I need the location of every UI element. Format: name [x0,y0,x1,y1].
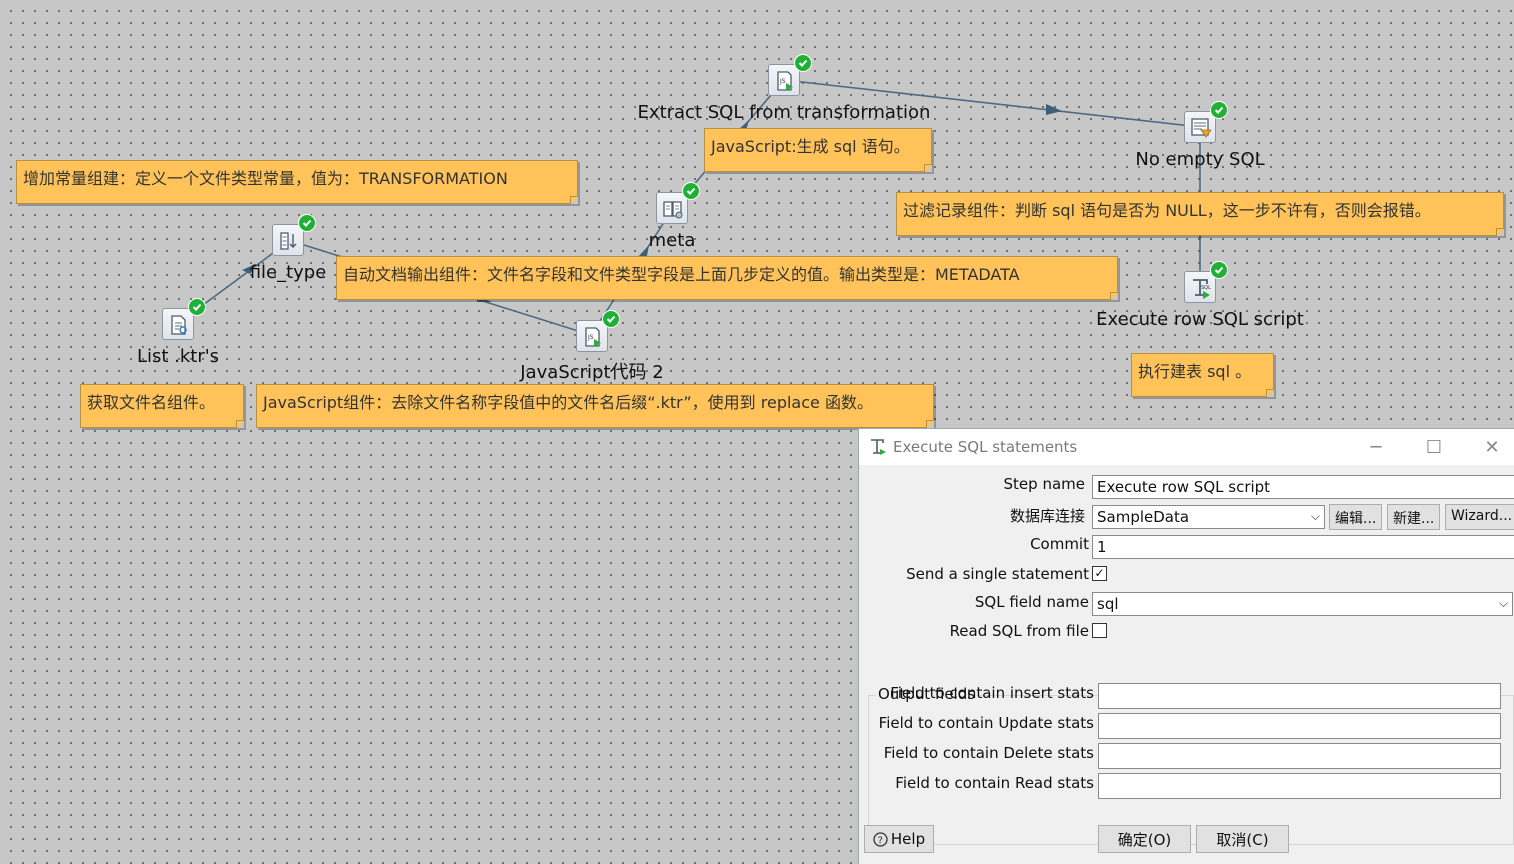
help-button[interactable]: ? Help [864,825,934,853]
commit-label: Commit [1030,535,1089,553]
db-connection-value: SampleData [1097,508,1190,526]
hop-arrow-5 [1046,104,1062,115]
read-from-file-label: Read SQL from file [949,622,1089,640]
step-meta[interactable]: meta [649,182,700,251]
svg-text:?: ? [877,835,882,846]
sql-field-name-value: sql [1097,595,1119,613]
javascript-icon: JS [768,64,800,96]
read-stats-field[interactable] [1098,773,1501,799]
note-js-replace[interactable]: JavaScript组件：去除文件名称字段值中的文件名后缀“.ktr”，使用到 … [256,384,934,428]
ok-button[interactable]: 确定(O) [1098,825,1191,853]
note-js-sql[interactable]: JavaScript:生成 sql 语句。 [704,128,932,172]
step-label: meta [648,230,696,251]
output-fields-title: Output fields [876,685,978,703]
delete-stats-field[interactable] [1098,743,1501,769]
edit-connection-button[interactable]: 编辑... [1329,504,1383,530]
dialog-titlebar[interactable]: Execute SQL statements ─ ☐ ✕ [859,429,1514,465]
note-constant[interactable]: 增加常量组建：定义一个文件类型常量，值为：TRANSFORMATION [16,160,578,204]
update-stats-label: Field to contain Update stats [878,714,1094,732]
step-label: JavaScript代码 2 [520,362,664,383]
svg-text:SQL: SQL [1201,285,1211,291]
execute-sql-icon [871,439,886,455]
step-label: Execute row SQL script [1096,309,1304,330]
success-check-icon [188,298,206,316]
autodoc-icon [656,192,688,224]
read-from-file-checkbox[interactable] [1092,623,1107,638]
step-label: Extract SQL from transformation [637,102,931,123]
get-file-names-icon [162,308,194,340]
insert-stats-field[interactable] [1098,683,1501,709]
success-check-icon [1210,101,1228,119]
maximize-button[interactable]: ☐ [1425,436,1443,458]
help-button-label: Help [890,830,926,848]
svg-text:JS: JS [587,334,594,341]
help-icon: ? [873,831,888,847]
success-check-icon [298,214,316,232]
javascript-icon: JS [576,320,608,352]
step-javascript-2[interactable]: JS JavaScript代码 2 [520,310,664,383]
single-statement-label: Send a single statement [906,565,1089,583]
dialog-title: Execute SQL statements [893,438,1078,456]
success-check-icon [794,54,812,72]
hop-arrow-1 [242,264,256,274]
read-stats-label: Field to contain Read stats [895,774,1094,792]
db-connection-label: 数据库连接 [1009,507,1085,525]
sql-field-name-select[interactable]: sql ⌵ [1092,592,1513,616]
cancel-button[interactable]: 取消(C) [1196,825,1289,853]
update-stats-field[interactable] [1098,713,1501,739]
step-label: file_type [249,262,327,283]
insert-stats-label: Field to contain insert stats [890,684,1094,702]
step-execute-row-sql[interactable]: SQL Execute row SQL script [1096,261,1304,330]
execute-sql-icon: SQL [1184,271,1216,303]
chevron-down-icon: ⌵ [1310,509,1320,523]
execute-sql-dialog: Execute SQL statements ─ ☐ ✕ Step name E… [858,428,1514,864]
step-extract-sql[interactable]: JS Extract SQL from transformation [638,54,930,123]
note-filter[interactable]: 过滤记录组件：判断 sql 语句是否为 NULL，这一步不许有，否则会报错。 [896,192,1504,236]
step-file-type[interactable]: file_type [250,214,326,283]
note-getfile[interactable]: 获取文件名组件。 [80,384,244,428]
success-check-icon [682,182,700,200]
add-constants-icon [272,224,304,256]
step-no-empty-sql[interactable]: No empty SQL [1135,101,1265,170]
note-autodoc[interactable]: 自动文档输出组件：文件名字段和文件类型字段是上面几步定义的值。输出类型是：MET… [336,256,1118,300]
db-connection-select[interactable]: SampleData ⌵ [1092,505,1325,529]
success-check-icon [1210,261,1228,279]
step-label: No empty SQL [1135,149,1265,170]
note-exec[interactable]: 执行建表 sql 。 [1131,353,1274,397]
hop-extract-noempty [783,79,1201,128]
single-statement-checkbox[interactable]: ✓ [1092,566,1107,581]
chevron-down-icon: ⌵ [1498,596,1508,610]
svg-text:JS: JS [779,78,786,85]
step-name-label: Step name [1003,475,1085,493]
step-label: List .ktr's [136,346,220,367]
close-button[interactable]: ✕ [1484,436,1500,458]
step-list-ktrs[interactable]: List .ktr's [137,298,219,367]
success-check-icon [602,310,620,328]
commit-field[interactable]: 1 [1092,535,1514,559]
minimize-button[interactable]: ─ [1370,436,1382,458]
step-name-field[interactable]: Execute row SQL script [1092,475,1514,499]
wizard-button[interactable]: Wizard... [1445,504,1514,530]
new-connection-button[interactable]: 新建... [1387,504,1441,530]
sql-field-name-label: SQL field name [974,593,1089,611]
filter-rows-icon [1184,111,1216,143]
delete-stats-label: Field to contain Delete stats [883,744,1094,762]
